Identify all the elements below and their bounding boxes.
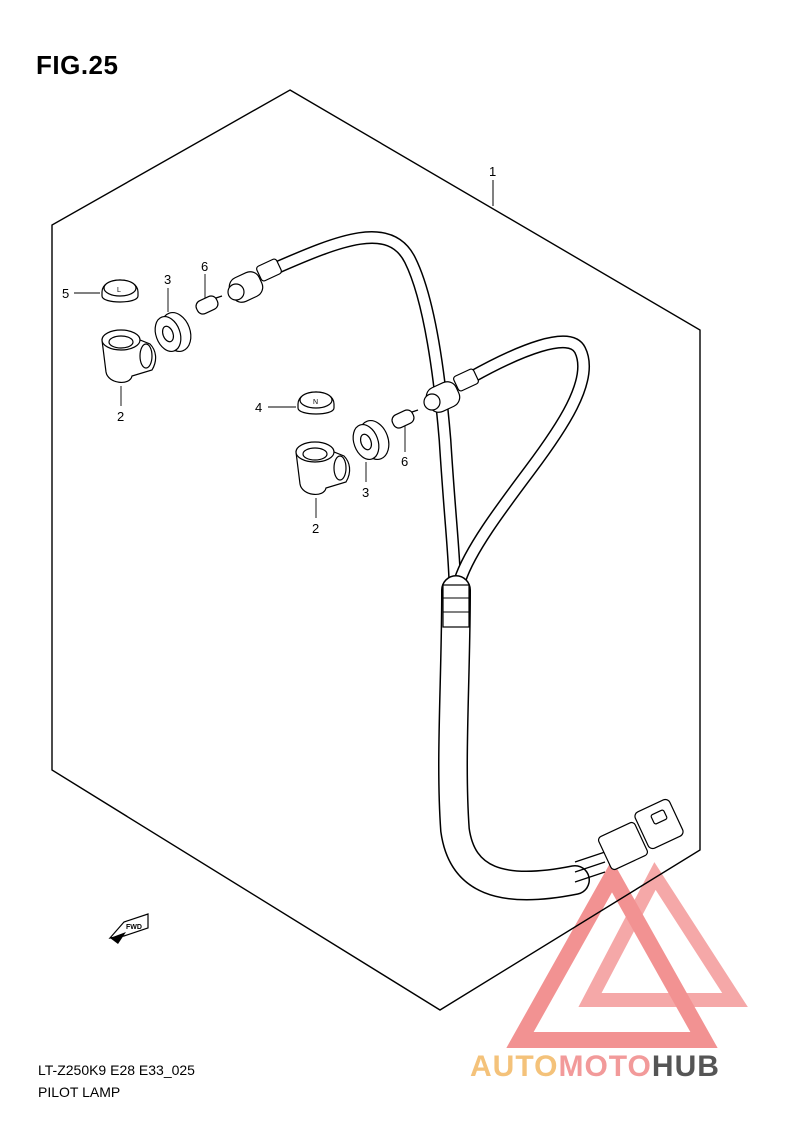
watermark-part2: MOTO bbox=[558, 1050, 652, 1083]
callout-bulb-lower: 6 bbox=[401, 454, 408, 469]
grommet-lower bbox=[352, 420, 390, 461]
watermark-part1: AUTO bbox=[470, 1050, 559, 1083]
fwd-arrow-icon: FWD bbox=[108, 913, 149, 944]
figure-code: LT-Z250K9 E28 E33_025 bbox=[38, 1062, 195, 1078]
bulb-lower bbox=[391, 409, 419, 429]
cap-upper bbox=[101, 279, 139, 303]
harness-connector bbox=[574, 798, 684, 883]
watermark-part3: HUB bbox=[651, 1050, 720, 1083]
assembly-boundary bbox=[51, 89, 701, 1011]
figure-name: PILOT LAMP bbox=[38, 1084, 121, 1100]
callout-socket-lower: 2 bbox=[312, 521, 319, 536]
grommet-upper bbox=[154, 312, 192, 353]
cap-upper-mark: L bbox=[117, 287, 121, 294]
socket-upper bbox=[101, 329, 157, 383]
figure-title: FIG.25 bbox=[36, 50, 119, 80]
wiring-harness bbox=[269, 231, 591, 901]
bulb-upper bbox=[195, 295, 223, 315]
callout-cap-lower: 4 bbox=[255, 400, 262, 415]
watermark-text: AUTOMOTOHUB bbox=[470, 1050, 720, 1084]
callout-grommet-lower: 3 bbox=[362, 485, 369, 500]
callout-bulb-upper: 6 bbox=[201, 259, 208, 274]
leader-lines bbox=[74, 274, 406, 518]
harness-socket-lower bbox=[423, 368, 479, 413]
cap-lower bbox=[297, 391, 335, 415]
watermark-logo bbox=[506, 859, 748, 1048]
socket-lower bbox=[295, 441, 351, 495]
harness-socket-upper bbox=[227, 258, 282, 303]
callout-harness: 1 bbox=[489, 164, 496, 179]
fwd-label: FWD bbox=[126, 924, 142, 931]
callout-socket-upper: 2 bbox=[117, 409, 124, 424]
cap-lower-mark: N bbox=[313, 399, 318, 406]
callout-cap-upper: 5 bbox=[62, 286, 69, 301]
callout-grommet-upper: 3 bbox=[164, 272, 171, 287]
